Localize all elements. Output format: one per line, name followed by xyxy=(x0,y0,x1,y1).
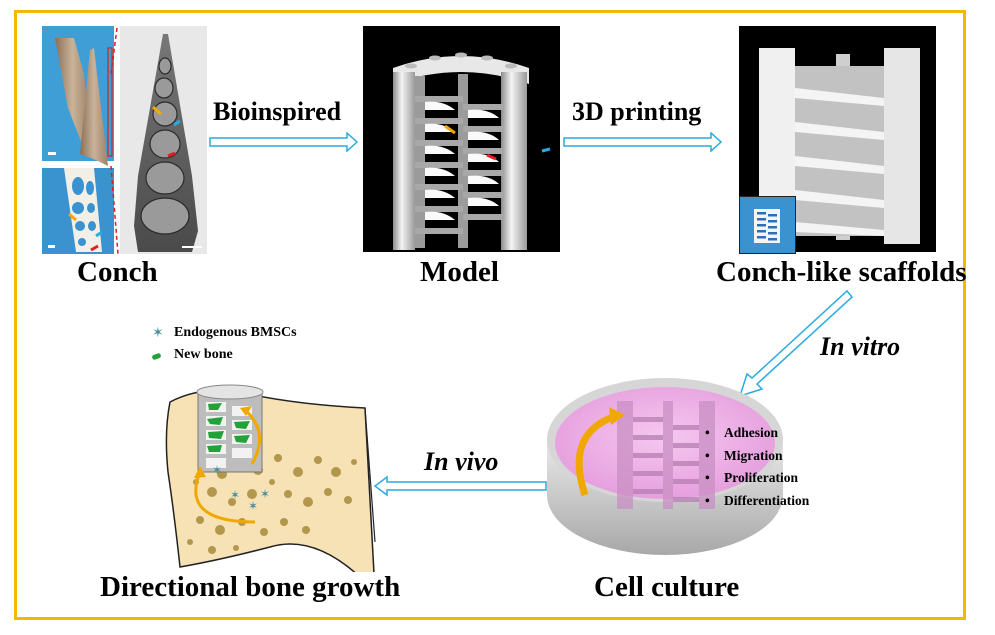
stage-label-cell-culture: Cell culture xyxy=(594,571,740,603)
conch-photo-panel xyxy=(42,26,207,254)
scaffold-microct-panel xyxy=(739,26,936,254)
legend-item: New bone xyxy=(151,344,297,366)
arrow-label-in-vitro: In vitro xyxy=(820,332,901,361)
in-vitro-arrow-icon xyxy=(735,288,855,398)
bone-illustration: ✶✶✶✶ xyxy=(160,382,382,572)
figure-border xyxy=(14,10,966,620)
outcome-item: Differentiation xyxy=(705,490,809,513)
scaffold-photo-inset xyxy=(739,196,796,254)
stage-label-model: Model xyxy=(420,256,499,288)
in-vivo-arrow-icon xyxy=(373,475,548,497)
new-bone-icon xyxy=(151,346,174,364)
bioinspired-arrow-icon xyxy=(209,132,359,152)
svg-text:✶: ✶ xyxy=(248,499,258,513)
outcome-item: Migration xyxy=(705,445,809,468)
conch-photos xyxy=(42,26,207,254)
svg-text:✶: ✶ xyxy=(260,487,270,501)
outcome-item: Proliferation xyxy=(705,467,809,490)
arrow-label-3d-printing: 3D printing xyxy=(572,97,702,126)
arrow-label-bioinspired: Bioinspired xyxy=(213,97,342,126)
stage-label-conch: Conch xyxy=(77,256,158,288)
model-render-panel xyxy=(363,26,560,252)
stage-label-scaffolds: Conch-like scaffolds xyxy=(716,256,967,288)
printing-arrow-icon xyxy=(563,132,723,152)
shell-2 xyxy=(80,48,108,166)
outcome-item: Adhesion xyxy=(705,422,809,445)
bmsc-cell-icon: ✶ xyxy=(152,325,164,341)
legend: ✶ Endogenous BMSCs New bone xyxy=(151,322,297,366)
stage-label-bone-growth: Directional bone growth xyxy=(100,571,401,603)
svg-text:✶: ✶ xyxy=(212,463,222,477)
legend-label: Endogenous BMSCs xyxy=(174,325,297,340)
svg-text:✶: ✶ xyxy=(230,488,240,502)
shell-1 xyxy=(55,38,90,144)
scaffold-model-render xyxy=(393,52,551,250)
cell-culture-outcomes-list: Adhesion Migration Proliferation Differe… xyxy=(705,422,809,512)
legend-label: New bone xyxy=(174,347,233,362)
arrow-label-in-vivo: In vivo xyxy=(424,447,499,476)
legend-item: ✶ Endogenous BMSCs xyxy=(152,322,297,344)
